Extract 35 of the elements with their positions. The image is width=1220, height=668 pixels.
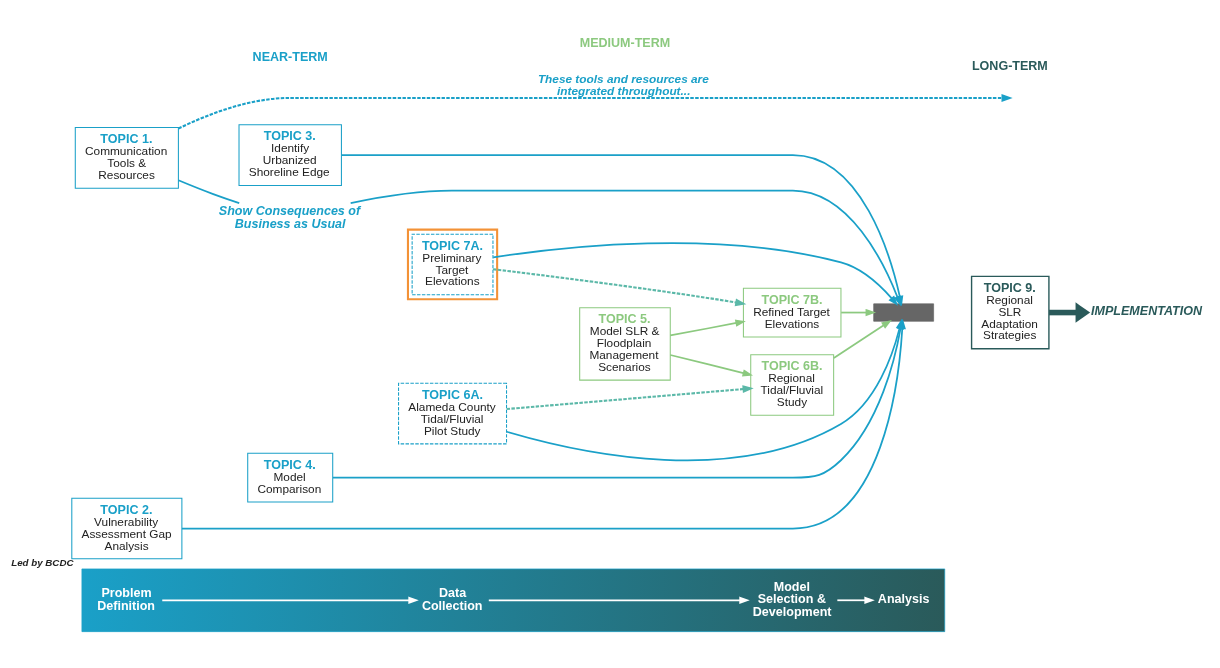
edge-label: These tools and resources are integrated throughout... <box>537 71 709 98</box>
arrow <box>506 384 754 410</box>
node-label: Led by BCDC <box>11 556 74 568</box>
node-text: Data Collection <box>421 585 483 613</box>
node-box: TOPIC 3. Identify Urbanized Shoreline Edge <box>238 123 342 186</box>
node-box: TOPIC 7B. Refined Target Elevations <box>742 287 842 337</box>
node-box: TOPIC 5. Model SLR & Floodplain Management Scenarios <box>579 306 671 381</box>
cluster <box>81 568 946 632</box>
node-text: IMPLEMENTATION <box>1091 303 1202 318</box>
arrow <box>161 596 419 604</box>
node-text: Model Selection & Development <box>752 579 832 619</box>
node-box: TOPIC 9. Regional SLR Adaptation Strategies <box>970 275 1050 349</box>
node-text: Analysis <box>877 591 930 606</box>
connector <box>177 178 241 204</box>
label: MEDIUM-TERM <box>579 35 671 50</box>
node-box: TOPIC 4. Model Comparison <box>247 452 334 503</box>
arrow <box>840 308 877 316</box>
node-text: Show Consequences of Business as Usual <box>218 203 361 231</box>
node-box: TOPIC 6A. Alameda County Tidal/Fluvial Pilot Study <box>398 382 508 444</box>
arrow <box>487 596 750 604</box>
arrow <box>669 319 746 336</box>
arrow <box>1049 301 1091 323</box>
label: LONG-TERM <box>971 58 1048 73</box>
node-box: TOPIC 6B. Regional Tidal/Fluvial Study <box>750 353 835 416</box>
node-box: TOPIC 1. Communication Tools & Resources <box>74 126 179 189</box>
arrow <box>178 93 1013 129</box>
arrow <box>836 596 875 604</box>
label: NEAR-TERM <box>252 49 328 64</box>
node-text: Problem Definition <box>97 585 156 613</box>
arrow <box>492 267 747 306</box>
node-box: TOPIC 7A. Preliminary Target Elevations <box>411 233 494 295</box>
arrow <box>669 353 753 376</box>
arrow <box>833 319 892 359</box>
node-bar <box>873 303 934 322</box>
node-box: TOPIC 2. Vulnerability Assessment Gap Analysis <box>71 497 183 559</box>
